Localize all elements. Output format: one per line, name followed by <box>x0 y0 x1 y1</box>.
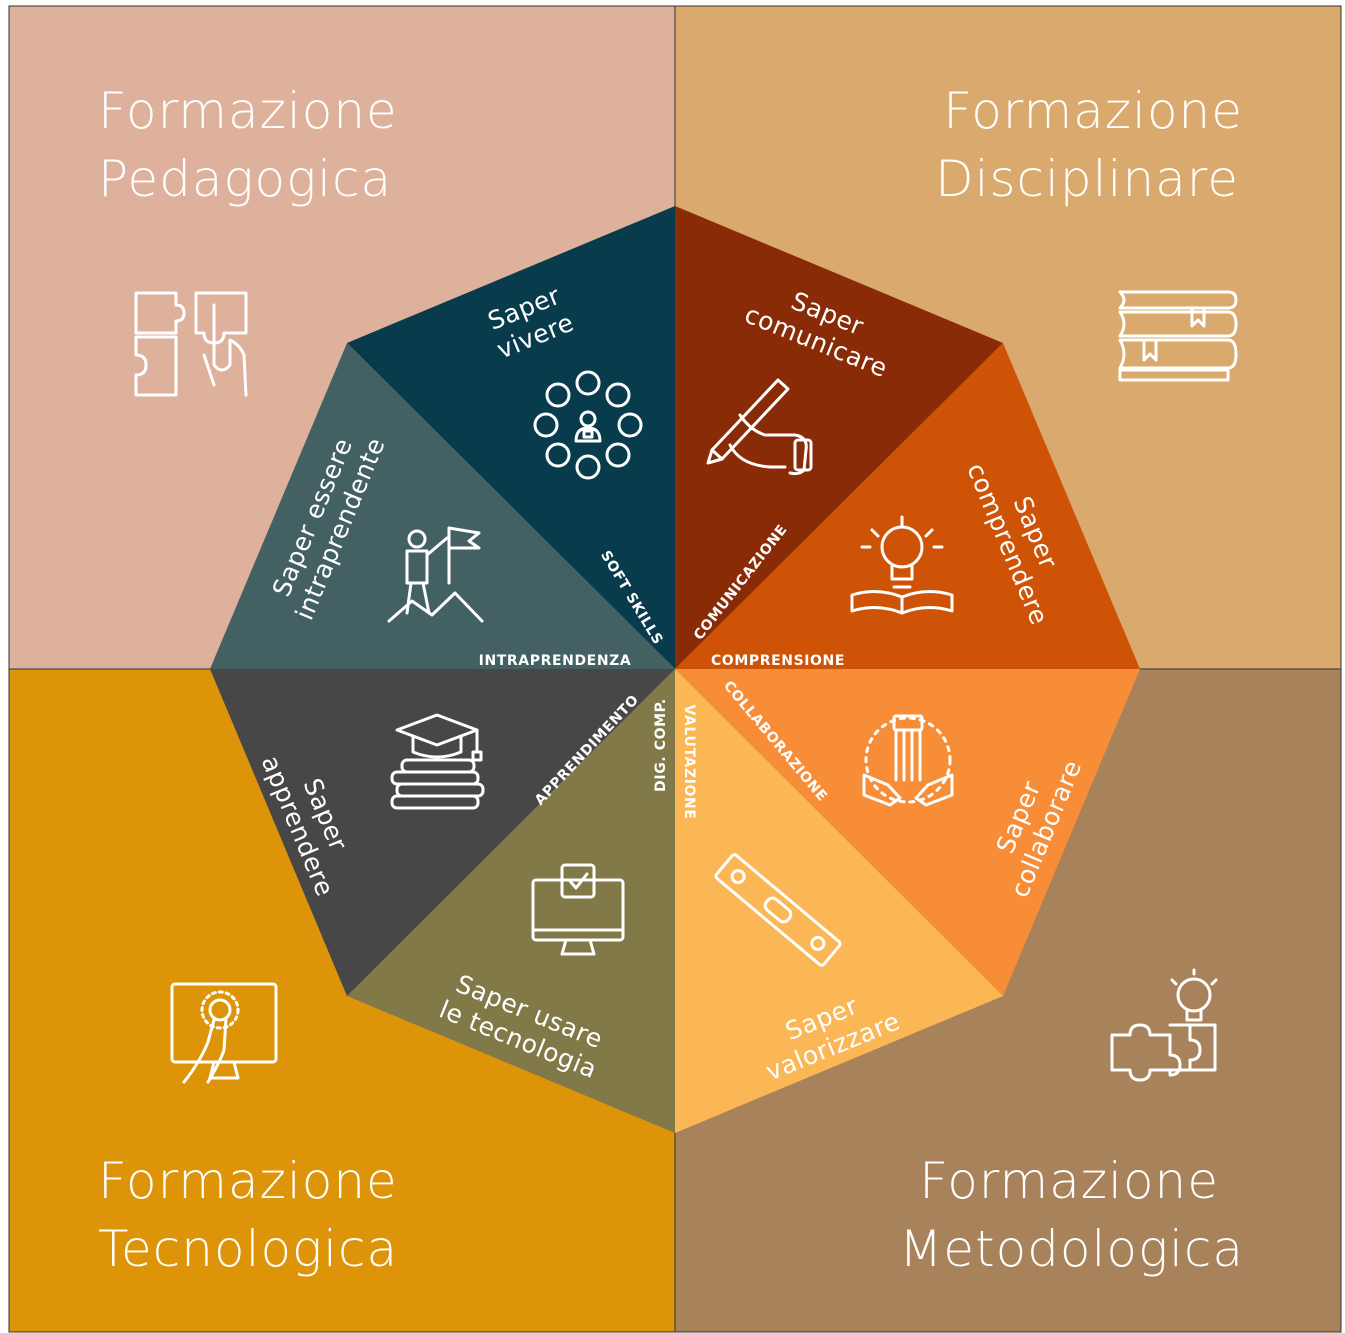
writing-hand-icon <box>706 378 813 476</box>
title-metodologica-line2: Metodologica <box>899 1220 1244 1278</box>
quadrant-titles: Formazione Pedagogica Formazione Discipl… <box>98 82 1244 1278</box>
segment-saper-apprendere <box>210 669 675 996</box>
puzzle-hand-icon <box>134 291 248 397</box>
lightbulb-book-icon <box>850 515 954 615</box>
puzzle-bulb-icon <box>1110 968 1218 1082</box>
keyword-comprensione: COMPRENSIONE <box>711 653 845 669</box>
segment-saper-valorizzare <box>675 669 1003 1133</box>
segment-saper-essere-intraprendente <box>210 343 675 669</box>
title-tecnologica-line2: Tecnologica <box>98 1220 398 1278</box>
spirit-level-icon <box>714 853 842 967</box>
monitor-check-icon <box>531 863 625 956</box>
title-pedagogica-line1: Formazione <box>98 82 398 140</box>
title-pedagogica-line2: Pedagogica <box>98 150 392 208</box>
segment-saper-collaborare <box>675 669 1140 996</box>
network-people-icon <box>533 370 643 480</box>
touch-screen-icon <box>170 982 278 1084</box>
title-metodologica-line1: Formazione <box>919 1152 1219 1210</box>
title-disciplinare-line2: Disciplinare <box>935 150 1239 208</box>
segment-saper-comunicare <box>675 206 1003 669</box>
team-hands-icon <box>862 714 954 807</box>
octagon <box>210 206 1140 1133</box>
graduation-books-icon <box>390 713 485 810</box>
flag-climber-icon <box>387 526 484 623</box>
title-tecnologica-line1: Formazione <box>98 1152 398 1210</box>
keyword-intraprendenza: INTRAPRENDENZA <box>479 653 632 669</box>
segment-saper-usare-le-tecnologia <box>347 669 675 1133</box>
keyword-dig-comp: DIG. COMP. <box>653 698 669 792</box>
segment-saper-vivere <box>347 206 675 669</box>
title-disciplinare-line1: Formazione <box>943 82 1243 140</box>
keyword-valutazione: VALUTAZIONE <box>681 705 697 820</box>
books-icon <box>1118 290 1238 382</box>
segment-saper-comprendere <box>675 343 1140 669</box>
